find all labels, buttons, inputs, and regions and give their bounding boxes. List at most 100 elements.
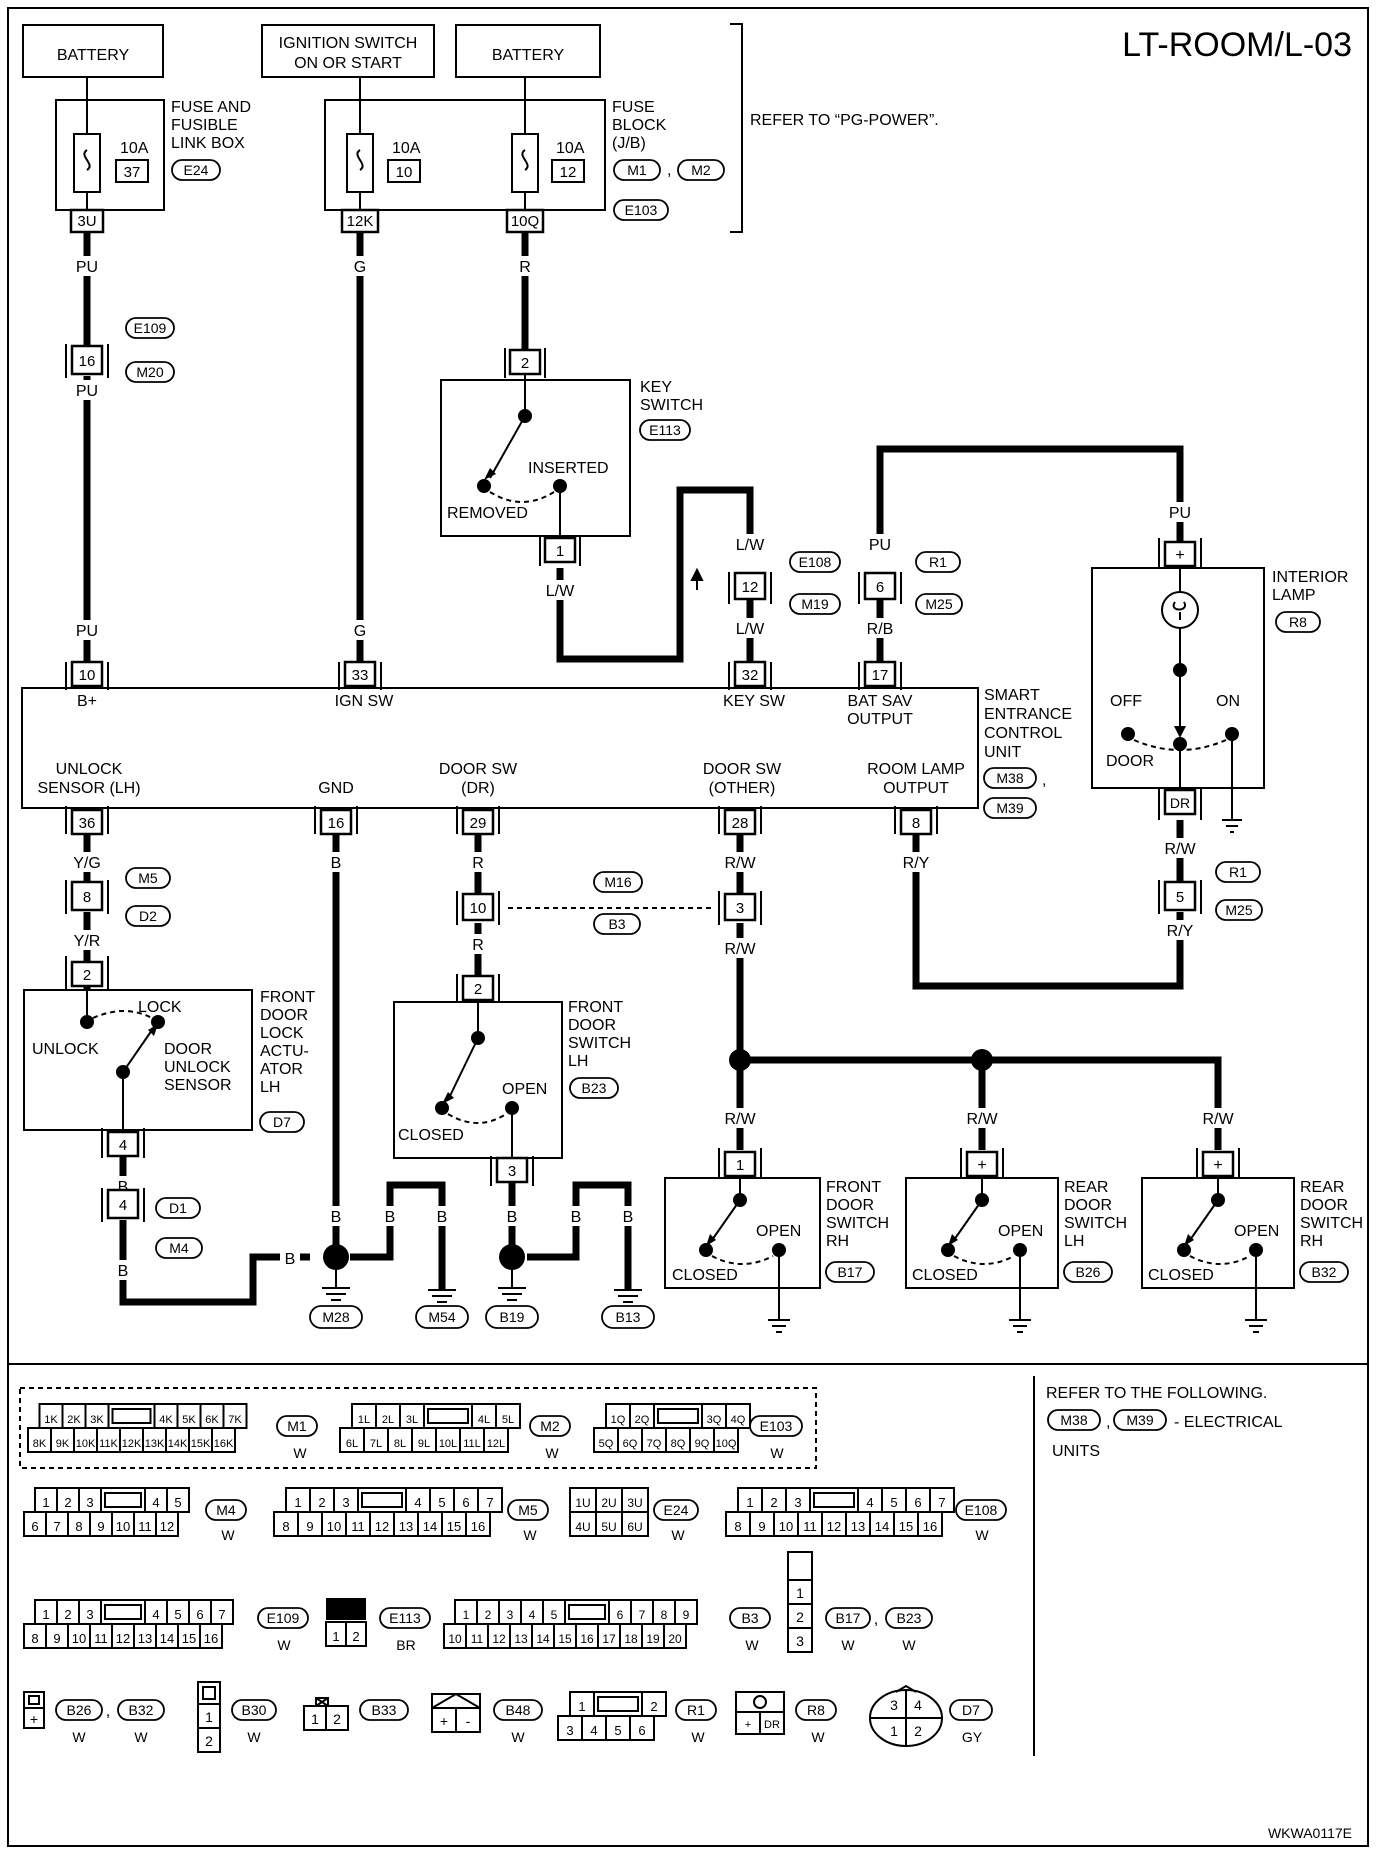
svg-text:ATOR: ATOR (260, 1061, 303, 1078)
svg-text:M39: M39 (996, 800, 1023, 816)
svg-text:B3: B3 (608, 916, 625, 932)
svg-text:CLOSED: CLOSED (398, 1127, 464, 1144)
inline-connectors: 16 E109 M20 12 E108 M19 6 R1 M25 8 M5 D2… (65, 317, 1263, 1259)
svg-text:1: 1 (578, 1699, 585, 1714)
svg-text:3: 3 (507, 1608, 514, 1622)
svg-text:10L: 10L (439, 1438, 457, 1450)
svg-text:B: B (385, 1209, 396, 1226)
svg-text:W: W (975, 1527, 989, 1543)
svg-text:M2: M2 (540, 1418, 560, 1434)
svg-text:13: 13 (399, 1519, 413, 1534)
svg-text:3: 3 (342, 1495, 349, 1510)
svg-text:11: 11 (351, 1519, 365, 1534)
svg-text:12: 12 (116, 1631, 130, 1646)
fuse-icon (511, 133, 539, 193)
svg-text:15: 15 (558, 1632, 572, 1646)
svg-text:W: W (134, 1729, 148, 1745)
svg-text:1: 1 (42, 1495, 49, 1510)
svg-text:3: 3 (796, 1633, 804, 1649)
svg-text:B: B (331, 855, 342, 872)
svg-text:INSERTED: INSERTED (528, 460, 609, 477)
svg-text:11: 11 (94, 1631, 108, 1646)
svg-text:4: 4 (152, 1607, 159, 1622)
svg-text:5Q: 5Q (599, 1438, 614, 1450)
svg-text:13K: 13K (145, 1438, 165, 1450)
svg-text:10A: 10A (120, 140, 149, 157)
door-lock-box (23, 989, 253, 1131)
svg-text:4U: 4U (575, 1520, 590, 1534)
front-door-switch-lh: 2 OPEN CLOSED 3 FRONT DOOR SWITCH LH B23 (393, 974, 631, 1186)
svg-text:LH: LH (568, 1053, 588, 1070)
svg-text:R/W: R/W (724, 855, 756, 872)
svg-text:5: 5 (551, 1608, 558, 1622)
svg-text:16: 16 (204, 1631, 218, 1646)
svg-text:E113: E113 (649, 422, 681, 438)
svg-text:W: W (745, 1637, 759, 1653)
svg-text:2: 2 (521, 355, 529, 372)
svg-text:20: 20 (668, 1632, 682, 1646)
svg-text:8K: 8K (33, 1438, 47, 1450)
svg-text:PU: PU (1169, 505, 1191, 522)
svg-text:E109: E109 (267, 1610, 300, 1626)
svg-text:10: 10 (327, 1519, 341, 1534)
svg-text:CLOSED: CLOSED (672, 1267, 738, 1284)
svg-text:B: B (331, 1209, 342, 1226)
svg-text:E109: E109 (134, 320, 167, 336)
svg-text:12K: 12K (122, 1438, 142, 1450)
svg-text:E24: E24 (664, 1502, 689, 1518)
svg-text:OUTPUT: OUTPUT (847, 711, 913, 728)
ground-icon (322, 1287, 350, 1301)
svg-text:4: 4 (152, 1495, 159, 1510)
svg-text:G: G (354, 623, 366, 640)
svg-text:5: 5 (438, 1495, 445, 1510)
svg-text:R/Y: R/Y (903, 855, 930, 872)
svg-text:14K: 14K (168, 1438, 188, 1450)
svg-text:UNLOCK: UNLOCK (164, 1059, 231, 1076)
svg-text:12: 12 (160, 1519, 174, 1534)
ground-icon (1009, 1319, 1031, 1333)
connector-face-e113 (326, 1598, 366, 1620)
svg-text:UNITS: UNITS (1052, 1443, 1100, 1460)
svg-text:OPEN: OPEN (502, 1081, 547, 1098)
svg-text:E113: E113 (389, 1610, 421, 1626)
svg-text:B13: B13 (616, 1309, 641, 1325)
svg-text:3: 3 (86, 1607, 93, 1622)
ground-icon (1245, 1319, 1267, 1333)
svg-text:REAR: REAR (1300, 1179, 1344, 1196)
secu-pin-door-sw-other: DOOR SW (OTHER) 28 (703, 761, 782, 836)
svg-text:16: 16 (79, 353, 96, 370)
svg-text:LOCK: LOCK (260, 1025, 304, 1042)
svg-text:+: + (1175, 547, 1184, 564)
svg-text:3: 3 (794, 1495, 801, 1510)
svg-text:8L: 8L (394, 1438, 406, 1450)
svg-text:W: W (511, 1729, 525, 1745)
svg-text:UNIT: UNIT (984, 744, 1022, 761)
svg-text:DR: DR (764, 1719, 780, 1731)
svg-text:6Q: 6Q (623, 1438, 638, 1450)
svg-text:IGN SW: IGN SW (335, 693, 395, 710)
svg-text:SMART: SMART (984, 687, 1040, 704)
svg-text:B48: B48 (506, 1702, 531, 1718)
svg-text:DOOR: DOOR (260, 1007, 308, 1024)
svg-text:W: W (545, 1445, 559, 1461)
svg-text:5: 5 (174, 1495, 181, 1510)
ground-icon (614, 1289, 642, 1303)
svg-text:4: 4 (119, 1197, 127, 1214)
svg-text:W: W (691, 1729, 705, 1745)
key-switch-box (440, 379, 631, 537)
svg-text:13: 13 (514, 1632, 528, 1646)
svg-text:Y/R: Y/R (74, 933, 101, 950)
svg-text:10Q: 10Q (716, 1438, 737, 1450)
svg-text:10: 10 (116, 1519, 130, 1534)
svg-text:BR: BR (396, 1637, 415, 1653)
svg-text:,: , (1106, 1414, 1110, 1431)
svg-text:FUSE: FUSE (612, 99, 655, 116)
svg-text:14: 14 (160, 1631, 174, 1646)
ground-icon (498, 1287, 526, 1301)
